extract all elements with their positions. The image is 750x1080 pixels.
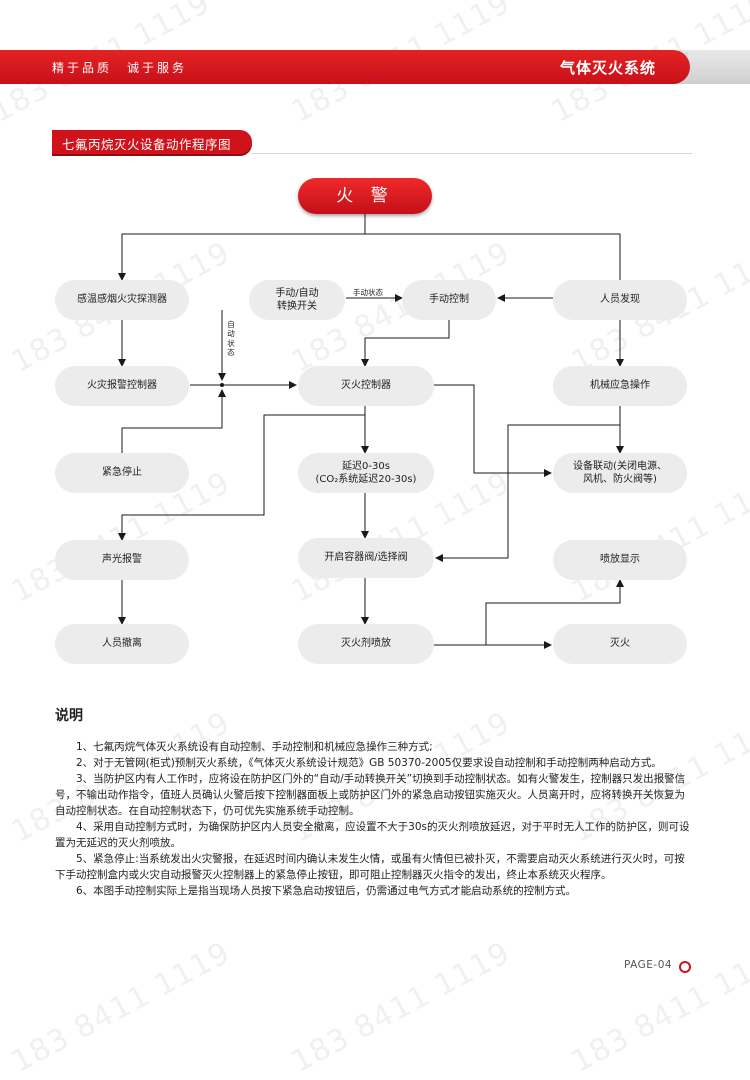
node-equipment-linkage-label: 设备联动(关闭电源、 风机、防火阀等): [573, 460, 667, 486]
node-discharge-display-label: 喷放显示: [600, 554, 640, 566]
node-delay: 延迟0-30s (CO₂系统延迟20-30s): [298, 453, 434, 493]
node-manual-control: 手动控制: [402, 280, 496, 320]
node-evacuate: 人员撤离: [55, 624, 189, 664]
node-extinguish-controller-label: 灭火控制器: [341, 380, 391, 392]
node-mechanical-emergency-label: 机械应急操作: [590, 380, 650, 392]
header-title: 气体灭火系统: [560, 59, 657, 77]
node-extinguished-label: 灭火: [610, 638, 630, 650]
node-discharge-display: 喷放显示: [553, 540, 687, 580]
section-tab: 七氟丙烷灭火设备动作程序图: [52, 130, 252, 154]
node-person-found-label: 人员发现: [600, 294, 640, 306]
notes-title: 说明: [55, 708, 83, 724]
header-red-band: [0, 50, 690, 84]
node-alarm-controller: 火灾报警控制器: [55, 366, 189, 406]
watermark: 183 8411 1119: [285, 935, 517, 1080]
junction-dot: [220, 383, 224, 387]
watermark: 183 8411 1119: [565, 935, 750, 1080]
node-fire-alarm-label: 火 警: [336, 185, 394, 206]
page-dot-icon: [679, 961, 691, 973]
node-manual-control-label: 手动控制: [429, 294, 469, 306]
node-equipment-linkage: 设备联动(关闭电源、 风机、防火阀等): [553, 453, 687, 493]
edge-extctrl-to-linkage: [434, 384, 552, 477]
page-number: PAGE-04: [624, 959, 673, 971]
node-fire-alarm: 火 警: [298, 178, 432, 214]
section-title: 七氟丙烷灭火设备动作程序图: [62, 137, 232, 152]
edge-fire-right: [365, 233, 621, 280]
node-manual-auto-switch-label: 手动/自动 转换开关: [275, 287, 319, 313]
node-sound-light-alarm-label: 声光报警: [102, 554, 142, 566]
node-smoke-detector: 感温感烟火灾探测器: [55, 280, 189, 320]
header-slogan: 精于品质 诚于服务: [52, 61, 188, 75]
section-divider: [252, 153, 692, 154]
note-item: 2、对于无管网(柜式)预制灭火系统，《气体灭火系统设计规范》GB 50370-2…: [76, 757, 662, 769]
node-mechanical-emergency: 机械应急操作: [553, 366, 687, 406]
edge-mech-to-valve: [435, 424, 620, 562]
node-manual-auto-switch: 手动/自动 转换开关: [249, 280, 345, 320]
node-open-valve: 开启容器阀/选择阀: [298, 538, 434, 578]
edge-estop-to-junction: [121, 389, 226, 453]
node-open-valve-label: 开启容器阀/选择阀: [324, 552, 408, 564]
notes-list: 1、七氟丙烷气体灭火系统设有自动控制、手动控制和机械应急操作三种方式; 2、对于…: [55, 739, 695, 899]
node-extinguished: 灭火: [553, 624, 687, 664]
header-bar: 精于品质 诚于服务 气体灭火系统: [0, 50, 750, 84]
note-item: 5、紧急停止:当系统发出火灾警报，在延迟时间内确认未发生火情，或虽有火情但已被扑…: [55, 853, 685, 881]
node-emergency-stop: 紧急停止: [55, 453, 189, 493]
note-item: 6、本图手动控制实际上是指当现场人员按下紧急启动按钮后，仍需通过电气方式才能启动…: [76, 885, 577, 897]
note-item: 4、采用自动控制方式时，为确保防护区内人员安全撤离，应设置不大于30s的灭火剂喷…: [55, 821, 690, 849]
edge-discharge-to-display: [485, 579, 624, 645]
edge-label-manual-state: 手动状态: [353, 288, 383, 297]
node-alarm-controller-label: 火灾报警控制器: [87, 380, 157, 392]
node-emergency-stop-label: 紧急停止: [102, 467, 142, 479]
edge-extctrl-to-soundlight: [118, 414, 365, 541]
node-smoke-detector-label: 感温感烟火灾探测器: [77, 294, 167, 306]
node-sound-light-alarm: 声光报警: [55, 540, 189, 580]
node-person-found: 人员发现: [553, 280, 687, 320]
node-agent-discharge: 灭火剂喷放: [298, 624, 434, 664]
node-agent-discharge-label: 灭火剂喷放: [341, 638, 391, 650]
flowchart-connectors: [118, 214, 624, 649]
edge-label-auto-state: 自动状态: [227, 320, 235, 358]
edge-fire-split: [118, 214, 366, 281]
node-extinguish-controller: 灭火控制器: [298, 366, 434, 406]
note-item: 3、当防护区内有人工作时，应将设在防护区门外的“自动/手动转换开关”切换到手动控…: [55, 773, 686, 817]
note-item: 1、七氟丙烷气体灭火系统设有自动控制、手动控制和机械应急操作三种方式;: [76, 741, 433, 753]
node-evacuate-label: 人员撤离: [102, 638, 142, 650]
edge-manual-to-extctrl: [361, 318, 450, 367]
node-delay-label: 延迟0-30s (CO₂系统延迟20-30s): [315, 460, 417, 486]
watermark: 183 8411 1119: [5, 935, 237, 1080]
